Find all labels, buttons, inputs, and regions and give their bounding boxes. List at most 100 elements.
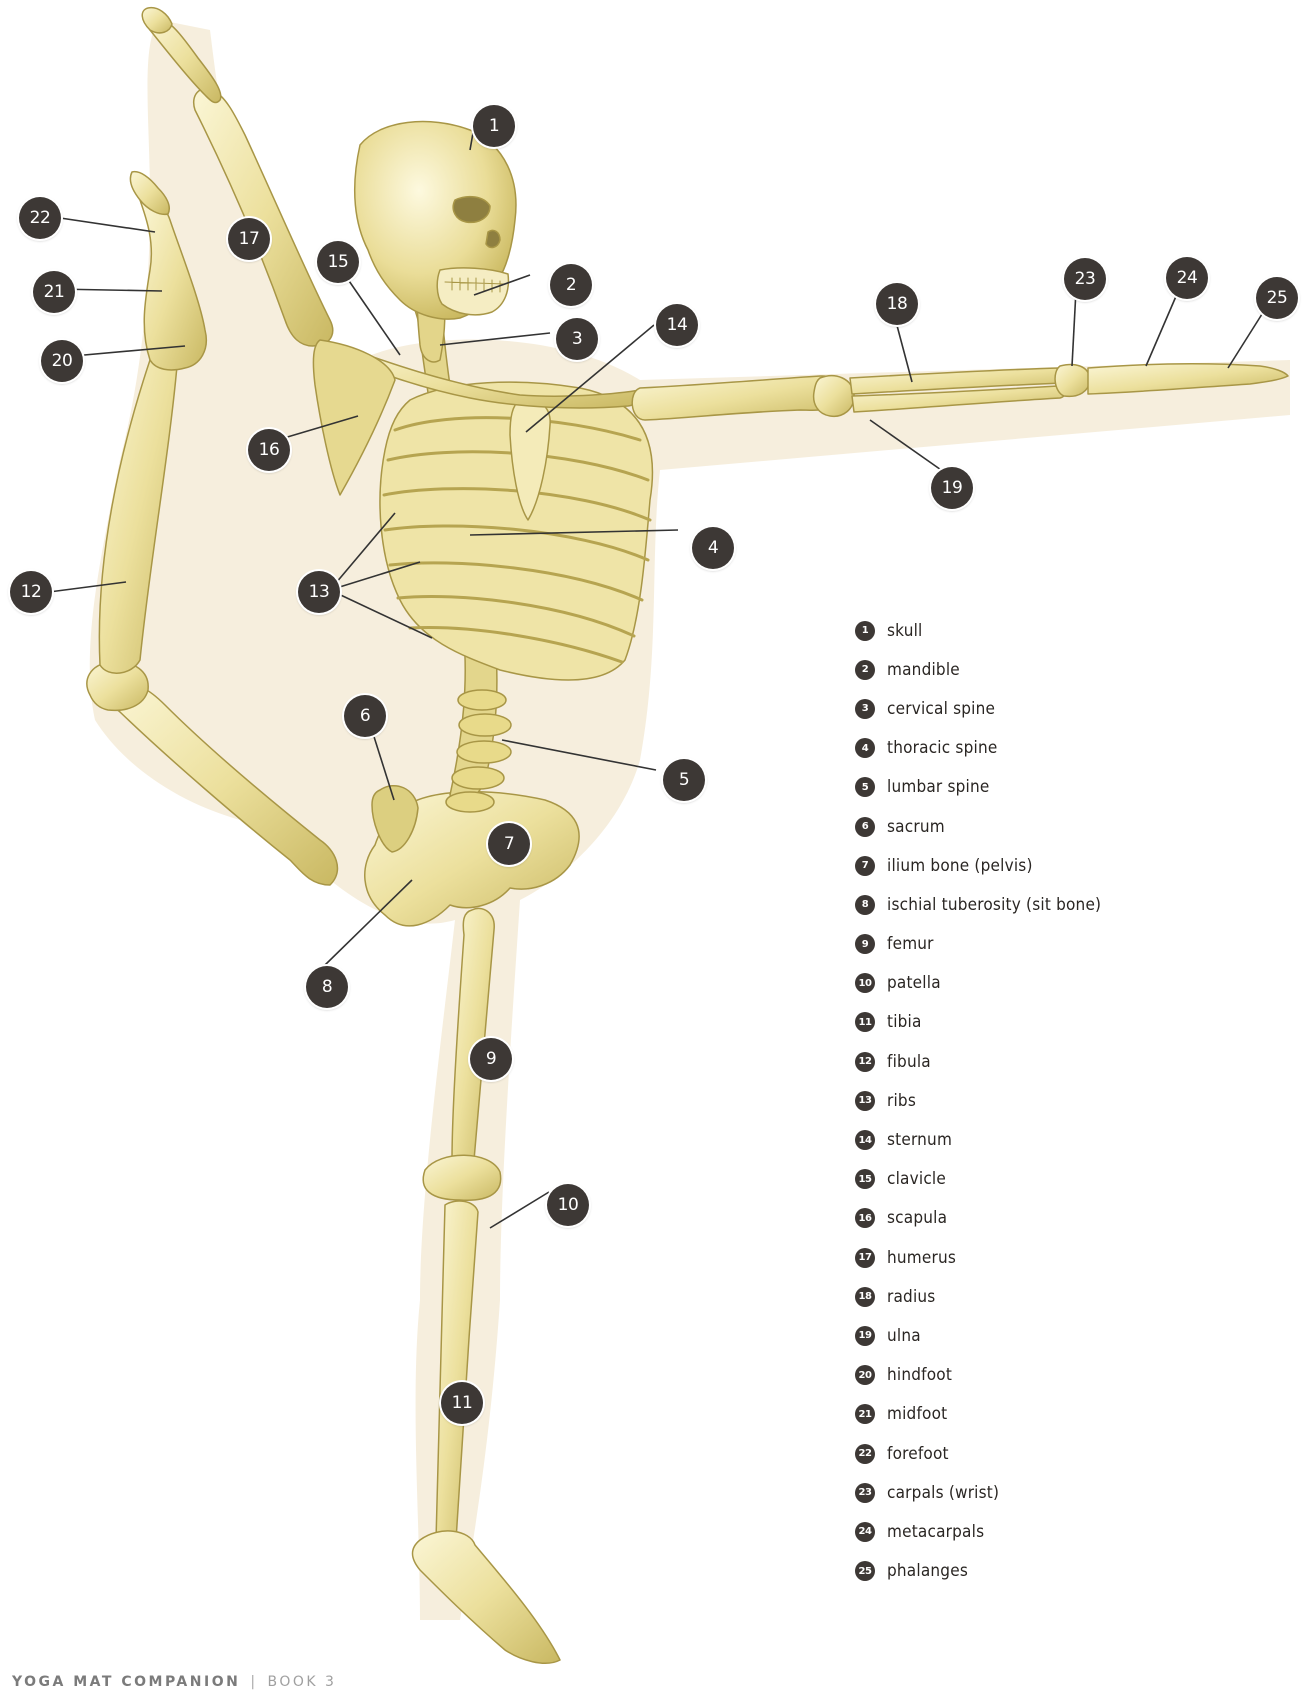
legend-label: scapula xyxy=(887,1208,947,1228)
legend-label: lumbar spine xyxy=(887,777,990,797)
callout-14: 14 xyxy=(656,304,698,346)
legend-number: 1 xyxy=(855,621,875,641)
legend-label: hindfoot xyxy=(887,1365,952,1385)
legend-label: fibula xyxy=(887,1052,931,1072)
callout-3: 3 xyxy=(556,318,598,360)
legend-label: thoracic spine xyxy=(887,738,997,758)
legend-label: humerus xyxy=(887,1248,956,1268)
callout-5: 5 xyxy=(663,759,705,801)
legend-number: 6 xyxy=(855,817,875,837)
callout-7: 7 xyxy=(488,823,530,865)
legend-item: 6 sacrum xyxy=(855,807,1101,846)
legend-number: 20 xyxy=(855,1365,875,1385)
legend-number: 22 xyxy=(855,1444,875,1464)
leader-24 xyxy=(1146,287,1180,366)
legend-item: 18 radius xyxy=(855,1277,1101,1316)
legend-item: 3 cervical spine xyxy=(855,689,1101,728)
legend-number: 25 xyxy=(855,1561,875,1581)
legend-number: 4 xyxy=(855,738,875,758)
callout-23: 23 xyxy=(1064,258,1106,300)
callout-15: 15 xyxy=(317,241,359,283)
legend-number: 8 xyxy=(855,895,875,915)
legend-item: 8 ischial tuberosity (sit bone) xyxy=(855,885,1101,924)
legend-item: 23carpals (wrist) xyxy=(855,1473,1101,1512)
legend-label: skull xyxy=(887,621,923,641)
callout-24: 24 xyxy=(1166,257,1208,299)
eye-socket xyxy=(453,197,490,223)
legend-item: 21 midfoot xyxy=(855,1395,1101,1434)
legend-item: 15 clavicle xyxy=(855,1160,1101,1199)
legend-label: sternum xyxy=(887,1130,952,1150)
legend-label: mandible xyxy=(887,660,960,680)
legend-number: 11 xyxy=(855,1012,875,1032)
callout-20: 20 xyxy=(41,340,83,382)
legend-label: ulna xyxy=(887,1326,921,1346)
leader-23 xyxy=(1072,290,1076,366)
legend-item: 11 tibia xyxy=(855,1003,1101,1042)
skeleton-bones xyxy=(87,8,1288,1664)
legend-label: radius xyxy=(887,1287,935,1307)
callout-12: 12 xyxy=(10,571,52,613)
book-label: BOOK 3 xyxy=(268,1674,337,1690)
legend-item: 25 phalanges xyxy=(855,1552,1101,1591)
legend-number: 13 xyxy=(855,1091,875,1111)
legend-number: 5 xyxy=(855,777,875,797)
hand-raised xyxy=(142,8,172,33)
legend-label: ischial tuberosity (sit bone) xyxy=(887,895,1101,915)
legend-item: 1 skull xyxy=(855,611,1101,650)
callout-11: 11 xyxy=(441,1382,483,1424)
legend-number: 15 xyxy=(855,1169,875,1189)
legend-number: 12 xyxy=(855,1052,875,1072)
callout-19: 19 xyxy=(931,467,973,509)
legend-number: 3 xyxy=(855,699,875,719)
legend-number: 23 xyxy=(855,1483,875,1503)
mandible-bone xyxy=(437,268,508,315)
legend-number: 9 xyxy=(855,934,875,954)
legend-item: 9 femur xyxy=(855,925,1101,964)
callout-18: 18 xyxy=(876,283,918,325)
legend-item: 22 forefoot xyxy=(855,1434,1101,1473)
callout-17: 17 xyxy=(228,218,270,260)
legend-label: tibia xyxy=(887,1012,922,1032)
legend-label: ribs xyxy=(887,1091,916,1111)
legend-number: 17 xyxy=(855,1248,875,1268)
callout-25: 25 xyxy=(1256,277,1298,319)
legend-label: cervical spine xyxy=(887,699,995,719)
legend-number: 14 xyxy=(855,1130,875,1150)
legend-label: forefoot xyxy=(887,1444,949,1464)
legend-label: ilium bone (pelvis) xyxy=(887,856,1033,876)
legend-label: clavicle xyxy=(887,1169,946,1189)
elbow xyxy=(814,376,854,417)
legend-label: patella xyxy=(887,973,941,993)
legend-number: 24 xyxy=(855,1522,875,1542)
legend-label: femur xyxy=(887,934,934,954)
legend-label: metacarpals xyxy=(887,1522,984,1542)
legend-item: 20 hindfoot xyxy=(855,1356,1101,1395)
callout-6: 6 xyxy=(344,695,386,737)
callout-2: 2 xyxy=(550,264,592,306)
carpals-bone xyxy=(1055,365,1090,397)
legend-label: phalanges xyxy=(887,1561,968,1581)
legend-item: 24 metacarpals xyxy=(855,1512,1101,1551)
legend-item: 13 ribs xyxy=(855,1081,1101,1120)
publication-title: YOGA MAT COMPANION xyxy=(12,1674,240,1690)
legend-label: midfoot xyxy=(887,1404,947,1424)
legend-number: 21 xyxy=(855,1404,875,1424)
callout-4: 4 xyxy=(692,527,734,569)
legend-number: 16 xyxy=(855,1208,875,1228)
callout-10: 10 xyxy=(547,1184,589,1226)
callout-13: 13 xyxy=(298,571,340,613)
legend-number: 7 xyxy=(855,856,875,876)
legend-label: sacrum xyxy=(887,817,945,837)
legend-number: 18 xyxy=(855,1287,875,1307)
legend-item: 19 ulna xyxy=(855,1316,1101,1355)
callout-16: 16 xyxy=(248,429,290,471)
legend-item: 5 lumbar spine xyxy=(855,768,1101,807)
legend-item: 16 scapula xyxy=(855,1199,1101,1238)
legend-number: 19 xyxy=(855,1326,875,1346)
